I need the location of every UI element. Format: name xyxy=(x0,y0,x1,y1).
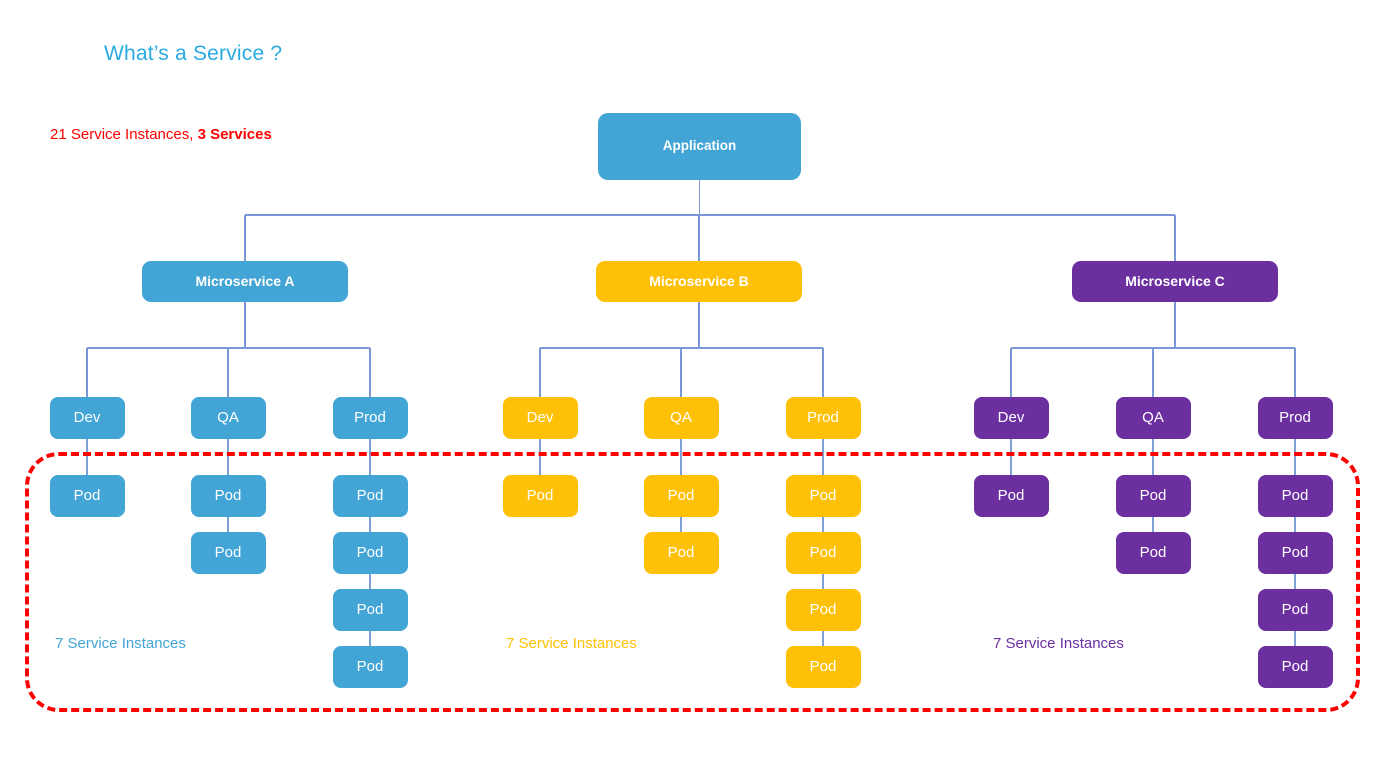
node-microservice-b-qa-pod-2[interactable]: Pod xyxy=(643,532,719,574)
node-microservice-b[interactable]: Microservice B xyxy=(596,261,802,302)
connector-line-vertical xyxy=(86,348,88,397)
connector-line-vertical xyxy=(680,517,682,532)
connector-line-vertical xyxy=(1294,631,1296,646)
node-microservice-c-prod[interactable]: Prod xyxy=(1257,397,1333,439)
node-microservice-a-prod-pod-1[interactable]: Pod xyxy=(332,475,408,517)
connector-line-vertical xyxy=(680,439,682,475)
page-title: What’s a Service ? xyxy=(104,42,283,65)
connector-line-vertical xyxy=(369,631,371,646)
node-microservice-b-prod-pod-1[interactable]: Pod xyxy=(785,475,861,517)
node-microservice-a-prod-pod-3[interactable]: Pod xyxy=(332,589,408,631)
node-microservice-c-qa-pod-2[interactable]: Pod xyxy=(1115,532,1191,574)
summary-note-emphasis: 3 Services xyxy=(197,126,272,143)
connector-line-vertical xyxy=(539,348,541,397)
node-microservice-a-prod[interactable]: Prod xyxy=(332,397,408,439)
connector-line-vertical xyxy=(1294,348,1296,397)
node-microservice-a-qa-pod-1[interactable]: Pod xyxy=(190,475,266,517)
node-microservice-b-dev[interactable]: Dev xyxy=(502,397,578,439)
connector-line-vertical xyxy=(1294,439,1296,475)
connector-line-vertical xyxy=(1010,348,1012,397)
connector-line-horizontal xyxy=(1011,347,1295,349)
connector-line-vertical xyxy=(822,439,824,475)
connector-line-vertical xyxy=(86,439,88,475)
connector-line-vertical xyxy=(227,439,229,475)
node-microservice-c-prod-pod-3[interactable]: Pod xyxy=(1257,589,1333,631)
node-microservice-c-dev-pod-1[interactable]: Pod xyxy=(973,475,1049,517)
node-microservice-a-qa-pod-2[interactable]: Pod xyxy=(190,532,266,574)
node-microservice-c-prod-pod-4[interactable]: Pod xyxy=(1257,646,1333,688)
connector-line-vertical xyxy=(369,439,371,475)
node-application[interactable]: Application xyxy=(598,113,801,180)
node-microservice-c-qa-pod-1[interactable]: Pod xyxy=(1115,475,1191,517)
node-microservice-b-prod-pod-2[interactable]: Pod xyxy=(785,532,861,574)
node-microservice-c-prod-pod-1[interactable]: Pod xyxy=(1257,475,1333,517)
node-microservice-c[interactable]: Microservice C xyxy=(1072,261,1278,302)
summary-note-prefix: 21 Service Instances, xyxy=(50,126,198,143)
connector-line-vertical xyxy=(822,517,824,532)
node-microservice-b-qa-pod-1[interactable]: Pod xyxy=(643,475,719,517)
connector-line-vertical xyxy=(1294,517,1296,532)
node-microservice-b-prod[interactable]: Prod xyxy=(785,397,861,439)
connector-line-horizontal xyxy=(87,347,370,349)
connector-line-vertical xyxy=(1152,348,1154,397)
node-microservice-b-prod-pod-3[interactable]: Pod xyxy=(785,589,861,631)
node-microservice-a-prod-pod-2[interactable]: Pod xyxy=(332,532,408,574)
node-microservice-a[interactable]: Microservice A xyxy=(142,261,348,302)
connector-line-vertical xyxy=(698,180,701,215)
instances-label-microservice-c: 7 Service Instances xyxy=(993,635,1124,652)
connector-line-vertical xyxy=(539,439,541,475)
connector-line-vertical xyxy=(244,215,246,261)
connector-line-vertical xyxy=(369,574,371,589)
connector-line-vertical xyxy=(369,517,371,532)
connector-line-vertical xyxy=(227,348,229,397)
connector-line-horizontal xyxy=(540,347,823,349)
connector-line-vertical xyxy=(822,631,824,646)
connector-line-vertical xyxy=(698,215,700,261)
connector-line-vertical xyxy=(1010,439,1012,475)
instances-label-microservice-b: 7 Service Instances xyxy=(506,635,637,652)
node-microservice-c-dev[interactable]: Dev xyxy=(973,397,1049,439)
connector-line-vertical xyxy=(1294,574,1296,589)
connector-line-vertical xyxy=(1174,302,1176,348)
connector-line-vertical xyxy=(227,517,229,532)
summary-note: 21 Service Instances, 3 Services xyxy=(50,126,272,143)
connector-line-vertical xyxy=(244,302,246,348)
connector-line-horizontal xyxy=(245,214,1175,216)
connector-line-vertical xyxy=(822,348,824,397)
connector-line-vertical xyxy=(698,302,700,348)
connector-line-vertical xyxy=(1174,215,1176,261)
connector-line-vertical xyxy=(1152,517,1154,532)
connector-line-vertical xyxy=(680,348,682,397)
node-microservice-a-prod-pod-4[interactable]: Pod xyxy=(332,646,408,688)
node-microservice-b-qa[interactable]: QA xyxy=(643,397,719,439)
connector-line-vertical xyxy=(822,574,824,589)
node-microservice-a-dev[interactable]: Dev xyxy=(49,397,125,439)
node-microservice-b-dev-pod-1[interactable]: Pod xyxy=(502,475,578,517)
node-microservice-a-qa[interactable]: QA xyxy=(190,397,266,439)
node-microservice-c-prod-pod-2[interactable]: Pod xyxy=(1257,532,1333,574)
node-microservice-b-prod-pod-4[interactable]: Pod xyxy=(785,646,861,688)
connector-line-vertical xyxy=(1152,439,1154,475)
connector-line-vertical xyxy=(369,348,371,397)
node-microservice-c-qa[interactable]: QA xyxy=(1115,397,1191,439)
instances-label-microservice-a: 7 Service Instances xyxy=(55,635,186,652)
node-microservice-a-dev-pod-1[interactable]: Pod xyxy=(49,475,125,517)
